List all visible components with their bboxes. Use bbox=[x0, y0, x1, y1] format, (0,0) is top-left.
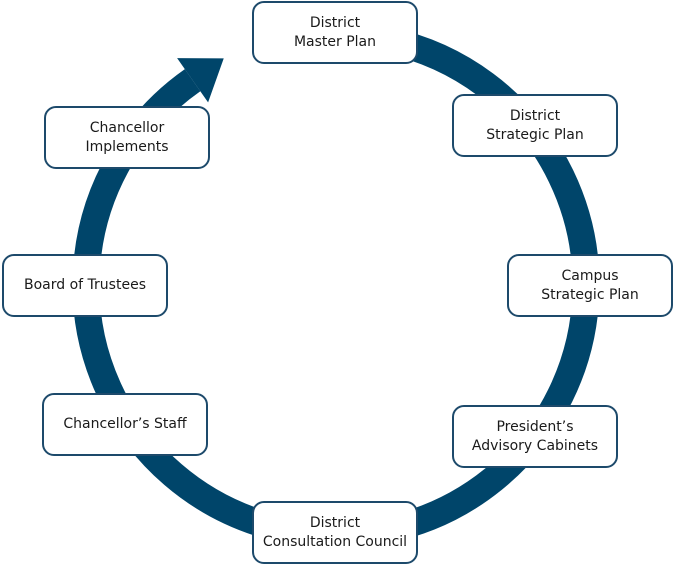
node-label: President’s Advisory Cabinets bbox=[471, 418, 599, 454]
node-district-master-plan: District Master Plan bbox=[252, 1, 418, 64]
node-label: Board of Trustees bbox=[24, 277, 146, 293]
node-campus-strategic-plan: Campus Strategic Plan bbox=[507, 254, 673, 317]
node-label: Campus Strategic Plan bbox=[541, 267, 639, 303]
node-chancellors-staff: Chancellor’s Staff bbox=[42, 393, 208, 456]
node-label: Chancellor Implements bbox=[85, 119, 169, 155]
node-district-consultation-council: District Consultation Council bbox=[252, 501, 418, 564]
node-board-of-trustees: Board of Trustees bbox=[2, 254, 168, 317]
node-label: Chancellor’s Staff bbox=[63, 416, 187, 432]
node-label: District Strategic Plan bbox=[486, 107, 584, 143]
node-chancellor-implements: Chancellor Implements bbox=[44, 106, 210, 169]
node-label: District Master Plan bbox=[293, 14, 377, 50]
node-district-strategic-plan: District Strategic Plan bbox=[452, 94, 618, 157]
node-presidents-advisory-cabinets: President’s Advisory Cabinets bbox=[452, 405, 618, 468]
arrowhead-icon bbox=[177, 58, 224, 103]
node-label: District Consultation Council bbox=[262, 514, 408, 550]
